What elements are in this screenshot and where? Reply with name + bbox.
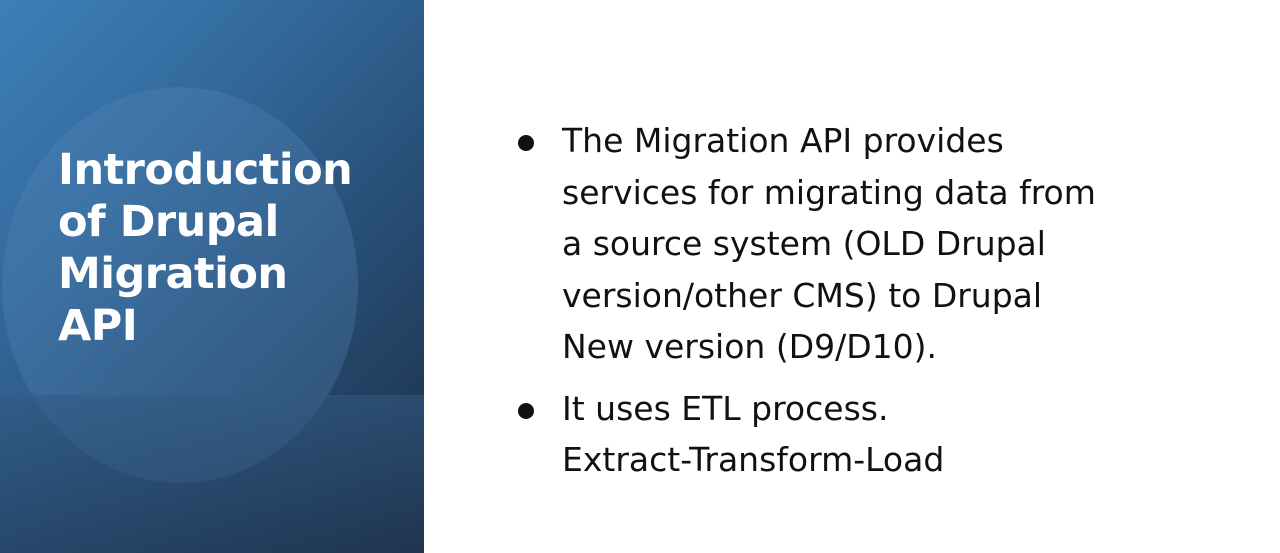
bullet-text: It uses ETL process. Extract-Transform-L… bbox=[562, 388, 945, 480]
bullet-list: The Migration API provides services for … bbox=[512, 115, 1192, 486]
bullet-icon bbox=[518, 135, 534, 151]
title-panel: Introduction of Drupal Migration API bbox=[0, 0, 424, 553]
slide-content: The Migration API provides services for … bbox=[512, 115, 1192, 496]
slide-title: Introduction of Drupal Migration API bbox=[58, 145, 353, 351]
bullet-icon bbox=[518, 402, 534, 419]
bullet-item: The Migration API provides services for … bbox=[512, 115, 1192, 373]
decorative-band bbox=[0, 395, 424, 553]
bullet-item: It uses ETL process. Extract-Transform-L… bbox=[512, 383, 1192, 486]
bullet-text: The Migration API provides services for … bbox=[562, 121, 1096, 366]
